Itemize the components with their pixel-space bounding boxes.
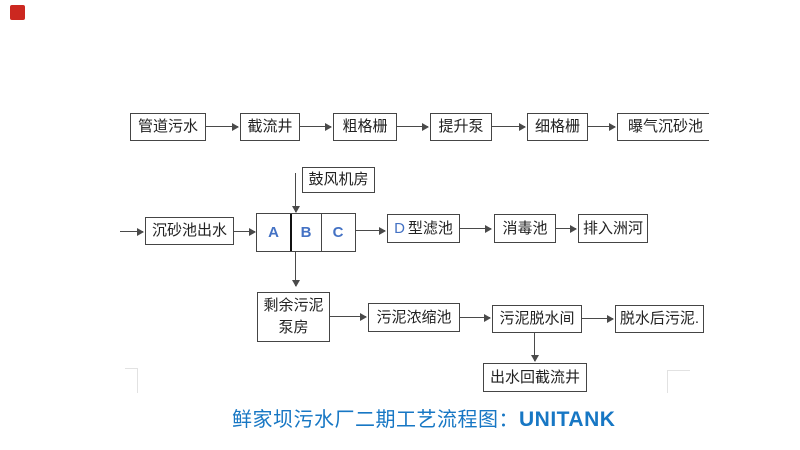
unitank-cell-a: A <box>258 214 292 251</box>
box-label: 曝气沉砂池 <box>628 118 704 135</box>
box-label-line1: 剩余污泥 <box>263 297 324 315</box>
box-label: 沉砂池出水 <box>151 222 227 239</box>
page-corner-mark-left-h <box>125 368 138 369</box>
arrow-row1-5 <box>588 122 616 131</box>
arrow-row3-1 <box>330 312 367 321</box>
arrow-row1-1 <box>206 122 239 131</box>
caption-chinese: 鲜家坝污水厂二期工艺流程图： <box>232 407 519 431</box>
box-excess-sludge-pump-house: 剩余污泥 泵房 <box>257 292 330 342</box>
box-label: 污泥浓缩池 <box>376 308 452 326</box>
box-dewatered-sludge: 脱水后污泥. <box>615 305 704 333</box>
arrow-row3-3 <box>582 314 614 323</box>
arrow-row1-2 <box>300 122 332 131</box>
box-label: 消毒池 <box>502 219 548 237</box>
box-aerated-grit-chamber: 曝气沉砂池 <box>617 113 709 141</box>
box-label: 提升泵 <box>438 118 484 135</box>
box-label: 污泥脱水间 <box>499 310 575 327</box>
box-label: 排入洲河 <box>582 219 643 237</box>
box-label: 鼓风机房 <box>308 171 369 188</box>
arrow-inlet <box>120 227 144 236</box>
arrow-row3-2 <box>460 313 491 322</box>
unitank-cell-b: B <box>292 214 322 251</box>
page-corner-mark-right-h <box>667 370 690 371</box>
box-coarse-screen: 粗格栅 <box>333 113 397 141</box>
box-unitank: A B C <box>256 213 356 252</box>
arrow-blower-to-unitank <box>291 173 300 213</box>
box-label: 出水回截流井 <box>489 368 580 386</box>
box-label-line2: 泵房 <box>278 319 309 336</box>
d-letter: D <box>394 219 405 237</box>
page-corner-mark-left-v <box>137 368 138 393</box>
arrow-dewatering-to-return <box>530 333 539 362</box>
box-intercepting-well: 截流井 <box>240 113 300 141</box>
box-label: 粗格栅 <box>342 118 388 135</box>
box-label: 脱水后污泥. <box>619 310 700 327</box>
box-grit-chamber-effluent: 沉砂池出水 <box>145 217 234 245</box>
arrow-row2-2 <box>356 226 386 235</box>
arrow-unitank-to-sludge-pump <box>291 252 300 287</box>
arrow-row1-3 <box>397 122 429 131</box>
box-label: 型滤池 <box>407 219 453 237</box>
unitank-cell-c: C <box>332 223 344 241</box>
box-label: 截流井 <box>247 118 293 135</box>
box-label: 管道污水 <box>137 118 198 135</box>
page-corner-mark-right-v <box>667 370 668 393</box>
arrow-row2-4 <box>556 224 577 233</box>
figure-caption: 鲜家坝污水厂二期工艺流程图：UNITANK <box>232 403 632 432</box>
box-label: 细格栅 <box>534 118 580 135</box>
box-blower-house: 鼓风机房 <box>302 167 375 193</box>
arrow-row1-4 <box>492 122 526 131</box>
box-discharge-river: 排入洲河 <box>578 214 648 243</box>
arrow-row2-3 <box>460 224 492 233</box>
box-disinfection-tank: 消毒池 <box>494 214 556 243</box>
red-square-marker <box>10 5 25 20</box>
box-fine-screen: 细格栅 <box>527 113 588 141</box>
box-sludge-thickener: 污泥浓缩池 <box>368 303 460 332</box>
caption-unitank: UNITANK <box>519 408 616 431</box>
box-pipeline-sewage: 管道污水 <box>130 113 206 141</box>
box-lift-pump: 提升泵 <box>430 113 492 141</box>
box-sludge-dewatering-room: 污泥脱水间 <box>492 305 582 333</box>
arrow-row2-1 <box>234 227 256 236</box>
box-effluent-return-well: 出水回截流井 <box>483 363 587 392</box>
